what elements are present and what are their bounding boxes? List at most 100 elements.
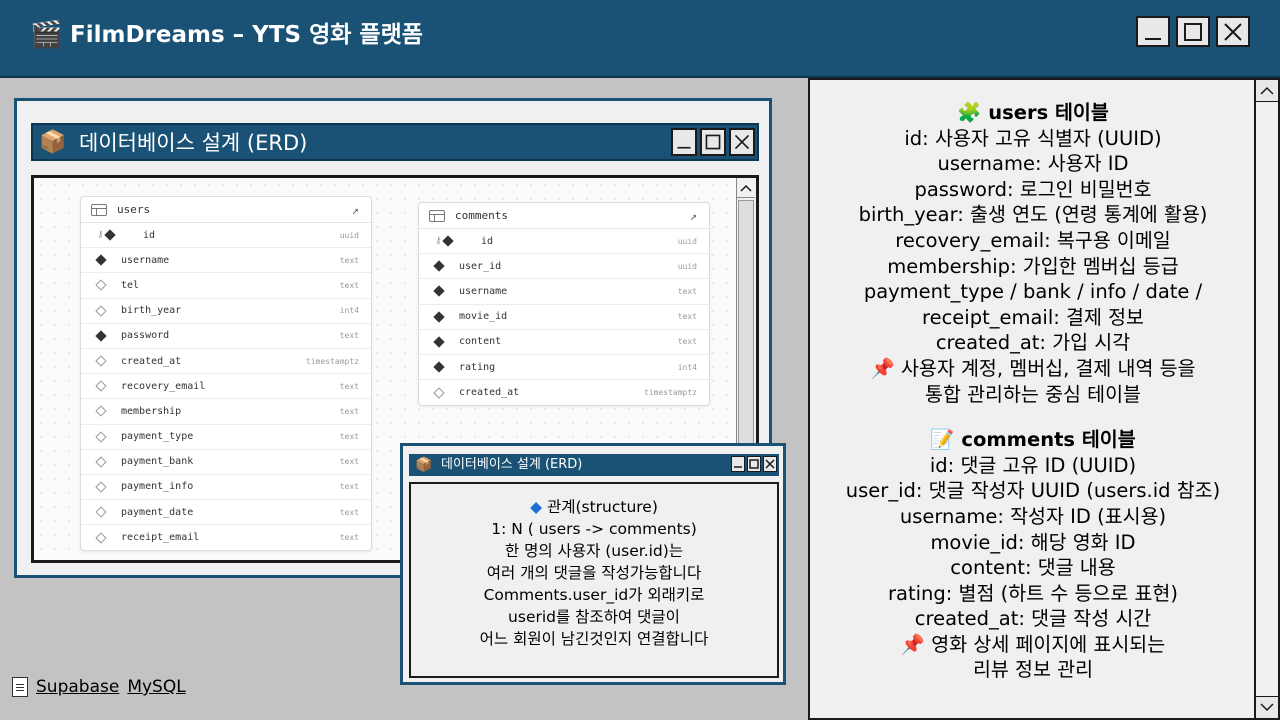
column-type: text <box>677 312 697 322</box>
scroll-up-icon[interactable] <box>737 178 755 198</box>
external-link-icon[interactable]: ↗ <box>351 203 359 217</box>
supabase-link[interactable]: Supabase <box>36 677 120 697</box>
mysql-link[interactable]: MySQL <box>127 677 186 697</box>
comments-field-line: user_id: 댓글 작성자 UUID (users.id 참조) <box>845 479 1221 503</box>
column-name: birth_year <box>121 305 182 317</box>
comments-field-line: movie_id: 해당 영화 ID <box>930 530 1136 554</box>
comments-title-text: comments 테이블 <box>961 428 1136 452</box>
info-scrollbar[interactable] <box>1254 80 1278 718</box>
column-name: id <box>481 235 494 247</box>
column-name: content <box>459 336 502 348</box>
close-icon <box>734 134 750 150</box>
comments-field-line: rating: 별점 (하트 수 등으로 표현) <box>888 581 1178 605</box>
relation-description: ◆ 관계(structure) 1: N ( users -> comments… <box>409 482 779 678</box>
section-gap <box>810 407 1256 427</box>
scroll-thumb[interactable] <box>738 200 754 480</box>
relation-heading-text: 관계(structure) <box>546 498 658 516</box>
table-header: comments ↗ <box>419 203 709 229</box>
column-type: text <box>339 533 359 543</box>
column-marker-icon <box>95 330 121 342</box>
relation-window-titlebar[interactable]: 📦 데이터베이스 설계 (ERD) <box>409 454 779 476</box>
document-icon <box>12 677 28 697</box>
column-marker-icon <box>95 380 121 392</box>
comments-field-line: created_at: 댓글 작성 시간 <box>914 607 1152 631</box>
table-row[interactable]: ⚷ id uuid <box>419 229 709 255</box>
column-marker-icon <box>95 456 121 468</box>
erd-window-titlebar[interactable]: 📦 데이터베이스 설계 (ERD) <box>31 123 759 161</box>
users-field-line: password: 로그인 비밀번호 <box>914 177 1152 201</box>
close-icon <box>765 459 775 469</box>
column-type: uuid <box>339 230 359 240</box>
column-marker-icon <box>433 310 459 323</box>
relation-window-title: 데이터베이스 설계 (ERD) <box>441 457 583 472</box>
erd-close-button[interactable] <box>729 128 755 156</box>
footer-links: Supabase MySQL <box>12 677 186 697</box>
scroll-up-icon[interactable] <box>1256 80 1278 102</box>
users-note-text: 사용자 계정, 멤버십, 결제 내역 등을 <box>900 356 1196 380</box>
relation-line: Comments.user_id가 외래키로 <box>483 586 705 604</box>
column-type: text <box>339 406 359 416</box>
package-icon: 📦 <box>39 130 67 155</box>
comments-note: 📌 영화 상세 페이지에 표시되는 <box>810 632 1256 658</box>
users-field-line: username: 사용자 ID <box>937 152 1129 176</box>
erd-minimize-button[interactable] <box>671 128 697 156</box>
erd-maximize-button[interactable] <box>700 128 726 156</box>
column-name: username <box>121 254 170 266</box>
relation-line: userid를 참조하여 댓글이 <box>508 608 680 626</box>
column-type: uuid <box>677 261 697 271</box>
relation-minimize-button[interactable] <box>731 456 745 472</box>
comments-field-line: id: 댓글 고유 ID (UUID) <box>929 453 1137 477</box>
comments-section-title: 📝 comments 테이블 <box>810 427 1256 453</box>
close-icon <box>1224 22 1242 41</box>
users-field-line: membership: 가입한 멤버십 등급 <box>887 254 1179 278</box>
users-note-line: 통합 관리하는 중심 테이블 <box>925 382 1141 406</box>
maximize-button[interactable] <box>1176 16 1210 47</box>
column-marker-icon <box>95 532 121 544</box>
relation-maximize-button[interactable] <box>747 456 761 472</box>
comments-field-line: content: 댓글 내용 <box>950 556 1116 580</box>
external-link-icon[interactable]: ↗ <box>689 209 697 223</box>
column-name: rating <box>459 361 496 373</box>
clapperboard-icon: 🎬 <box>30 20 63 50</box>
pushpin-icon: 📌 <box>870 356 895 380</box>
primary-key-icon: ⚷ <box>435 235 459 247</box>
scroll-down-icon[interactable] <box>1256 696 1278 718</box>
relation-line: 어느 회원이 남긴것인지 연결합니다 <box>479 630 709 648</box>
column-name: recovery_email <box>121 380 206 392</box>
maximize-icon <box>749 459 759 469</box>
comments-note-text: 영화 상세 페이지에 표시되는 <box>931 632 1166 656</box>
table-icon <box>429 209 445 222</box>
minimize-button[interactable] <box>1136 16 1170 47</box>
relation-window-controls <box>731 456 777 472</box>
column-marker-icon <box>95 430 121 443</box>
puzzle-icon: 🧩 <box>957 101 982 124</box>
users-field-line: created_at: 가입 시각 <box>935 331 1131 355</box>
close-button[interactable] <box>1216 16 1250 47</box>
users-field-line: receipt_email: 결제 정보 <box>922 305 1144 329</box>
column-type: uuid <box>677 236 697 246</box>
users-field-line: payment_type / bank / info / date / <box>863 280 1203 304</box>
relation-close-button[interactable] <box>763 456 777 472</box>
